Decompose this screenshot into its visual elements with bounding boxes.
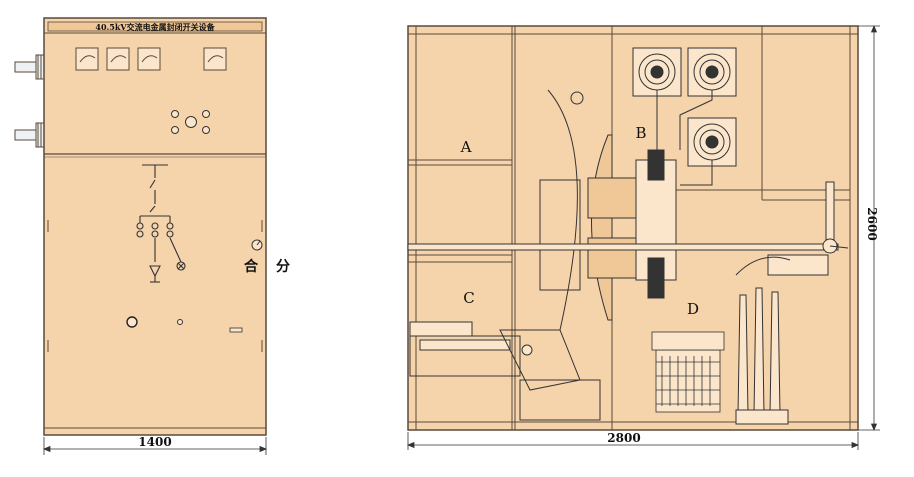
width-label: 1400 [138,435,171,449]
depth-label: 2800 [607,431,640,445]
compartment-b-label: B [635,124,646,142]
busbar-bushings [632,47,737,186]
open-label: 分 [276,259,290,275]
door-nameplate [229,327,243,333]
compartment-a-label: A [460,138,472,156]
operating-mechanism [409,321,601,421]
front-view: 40.5kV交流电金属封闭开关设备 [14,17,290,455]
nameplate-text: 40.5kV交流电金属封闭开关设备 [95,22,215,32]
compartment-d-label: D [687,300,699,318]
current-transformer [651,331,725,413]
cable-terminations [735,254,829,425]
close-label: 合 [244,258,259,275]
earthing-switch [822,181,849,254]
left-bushings [14,54,45,148]
control-knobs [171,110,210,134]
close-open-indicator [251,239,263,251]
width-dimension [42,437,268,455]
mimic-diagram [136,164,186,283]
height-label: 2600 [865,207,879,240]
depth-dimension [406,432,860,450]
door-lock [126,316,138,328]
front-cabinet [43,17,267,436]
meter-gauges [75,47,227,71]
side-view: A B C D [406,24,880,450]
height-dimension [858,24,880,432]
door-screw [177,319,183,325]
compartment-c-label: C [463,289,474,307]
main-busbar [407,243,839,251]
